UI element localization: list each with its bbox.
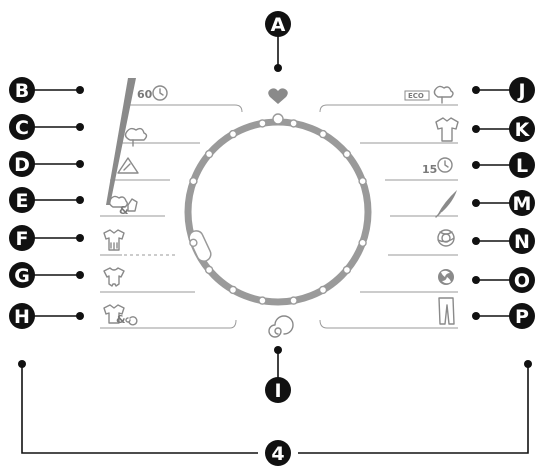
spiral-icon: [268, 315, 294, 338]
callout-D: D: [9, 151, 35, 177]
dial-tick-9: [358, 238, 367, 248]
heart-icon: [268, 88, 288, 104]
baby-clothes-icon: [103, 267, 125, 287]
callout-F: F: [9, 225, 35, 251]
svg-text:B: B: [15, 80, 29, 102]
temperature-wedge: [106, 78, 136, 205]
dial-tick-4: [258, 119, 267, 128]
callout-J: J: [509, 77, 535, 103]
callout-G: G: [9, 262, 35, 288]
callout-O: O: [509, 267, 535, 293]
shirt-spiral-icon: &: [103, 304, 138, 326]
dial-tick-7: [342, 149, 352, 159]
dial-tick-6: [318, 129, 328, 139]
eco-cotton-icon: ECO: [404, 85, 454, 104]
dial-pointer: [188, 230, 212, 262]
clock-15-icon: 15: [422, 157, 453, 176]
dial-tick-10: [342, 265, 352, 275]
cotton-icon: [124, 127, 148, 147]
program-dial: [184, 118, 372, 306]
svg-text:M: M: [513, 193, 532, 215]
callout-C: C: [9, 114, 35, 140]
svg-text:C: C: [15, 117, 29, 139]
svg-text:O: O: [514, 270, 530, 292]
dial-tick-2: [204, 149, 214, 159]
svg-text:K: K: [515, 119, 531, 141]
svg-text:N: N: [514, 231, 530, 253]
shirt-dashed-icon: [103, 229, 125, 251]
dial-tick-1: [189, 176, 198, 186]
svg-text:J: J: [516, 80, 525, 102]
callout-B: B: [9, 77, 35, 103]
callout-N: N: [509, 228, 535, 254]
callout-H: H: [9, 303, 35, 329]
mixed-fabric-icon: &: [108, 195, 138, 217]
svg-text:P: P: [515, 306, 529, 328]
dial-tick-8: [358, 176, 367, 186]
dial-tick-14: [228, 285, 238, 295]
svg-text:15: 15: [422, 163, 437, 176]
wool-icon: [437, 229, 455, 247]
callout-A: A: [265, 11, 291, 37]
svg-text:L: L: [516, 155, 528, 177]
svg-text:I: I: [274, 380, 281, 402]
callout-I: I: [265, 377, 291, 403]
callout-K: K: [509, 116, 535, 142]
jeans-icon: [438, 297, 455, 325]
callout-P: P: [509, 303, 535, 329]
dial-tick-16: [189, 238, 198, 248]
dial-tick-12: [289, 296, 298, 305]
shirt-icon: [435, 117, 459, 142]
callout-M: M: [509, 190, 535, 216]
triangle-icon: [117, 157, 139, 174]
callout-L: L: [509, 152, 535, 178]
svg-text:D: D: [14, 154, 30, 176]
callout-E: E: [9, 187, 35, 213]
dial-tick-3: [228, 129, 238, 139]
dial-tick-13: [258, 296, 267, 305]
leader-lines: [18, 35, 532, 454]
svg-text:G: G: [14, 265, 30, 287]
left-guides: [100, 104, 243, 329]
svg-text:E: E: [16, 190, 29, 212]
clock-60-icon: 60: [137, 85, 168, 101]
svg-text:&: &: [119, 204, 129, 217]
svg-text:H: H: [14, 306, 30, 328]
right-guides: [319, 104, 458, 329]
spin-icon: [438, 269, 454, 285]
dial-tick-5: [289, 119, 298, 128]
dial-tick-11: [318, 285, 328, 295]
svg-text:4: 4: [271, 443, 284, 465]
dial-ring: [184, 118, 372, 306]
svg-text:F: F: [16, 228, 29, 250]
dial-ticks: [189, 119, 367, 305]
callout-4: 4: [265, 440, 291, 466]
dial-top-marker: [272, 113, 284, 125]
dial-tick-15: [204, 265, 214, 275]
svg-text:A: A: [271, 14, 286, 36]
svg-text:&: &: [116, 313, 126, 326]
feather-icon: [435, 190, 457, 218]
svg-text:ECO: ECO: [408, 92, 424, 100]
svg-text:60: 60: [137, 88, 153, 101]
